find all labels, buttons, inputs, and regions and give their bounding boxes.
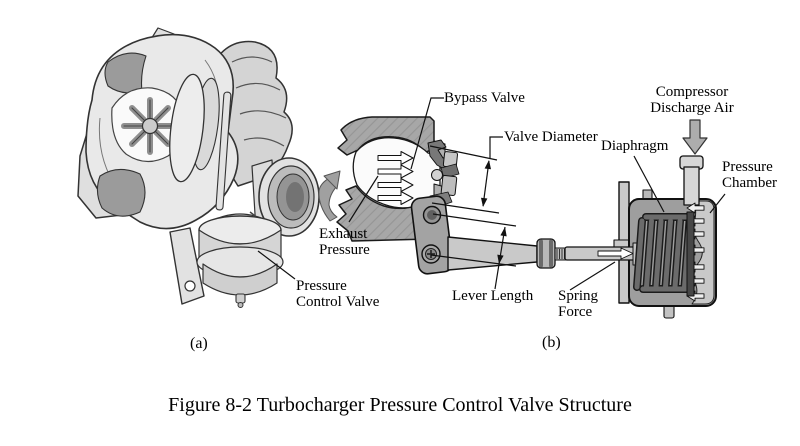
valve-diameter-connector (489, 136, 503, 159)
panel-b-tag: (b) (542, 334, 561, 351)
rotation-arrow-icon (318, 170, 341, 222)
label-line: Spring (558, 288, 599, 304)
spring-force-leader (569, 261, 616, 291)
label-line: Discharge Air (650, 100, 734, 116)
diaphragm-leader (633, 155, 665, 213)
lever-arm (447, 236, 538, 271)
label-line: Control Valve (296, 294, 380, 310)
valve-diameter-ext-top (429, 145, 498, 161)
valve-diameter-ext-bottom (431, 202, 500, 214)
pressure-control-valve-canister (196, 211, 284, 308)
lever-bracket (410, 195, 454, 275)
outlet-pipe (251, 157, 320, 237)
pressure-control-valve-leader (257, 250, 296, 280)
compressor-discharge-air-label: Compressor Discharge Air (630, 84, 754, 116)
pressure-chamber-leader (709, 193, 726, 214)
exhaust-pressure-leader (348, 175, 379, 223)
exhaust-flow-arrows-icon (377, 151, 414, 205)
diaphragm-plate (686, 211, 695, 297)
lever-length-label: Lever Length (452, 288, 534, 304)
bypass-valve-leader (410, 97, 444, 170)
coil-spring (633, 213, 694, 293)
pressure-control-valve-label: Pressure Control Valve (296, 278, 379, 310)
spring-force-label: Spring Force (558, 288, 598, 320)
bypass-valve-label: Bypass Valve (444, 90, 525, 106)
impeller-wheel (121, 97, 179, 155)
panel-a-tag: (a) (190, 335, 208, 352)
annotation-lines (257, 97, 726, 291)
rod-turnbuckle (536, 238, 556, 269)
valve-diameter-label: Valve Diameter (504, 129, 598, 145)
label-line: Pressure (319, 242, 370, 258)
label-line: Pressure (722, 159, 773, 175)
lever-length-ext-top (432, 213, 517, 227)
wastegate-schematic (318, 116, 717, 319)
pressure-chamber-label: Pressure Chamber (722, 159, 777, 191)
lever-length-ext-bottom (430, 254, 517, 267)
diaphragm-label: Diaphragm (601, 138, 669, 154)
turbocharger-cutaway-illustration (77, 27, 320, 308)
dimension-arrowheads (481, 160, 507, 264)
support-bracket (169, 227, 205, 305)
inlet-port (679, 155, 704, 206)
label-line: Force (558, 304, 593, 320)
label-line: Exhaust (319, 226, 368, 242)
volute-opening-top (104, 52, 147, 94)
canister-nipple (235, 293, 246, 304)
backplate-disc (169, 73, 205, 183)
spring-force-arrow-icon (597, 247, 634, 260)
actuator-rod-stud (215, 91, 232, 211)
exhaust-pressure-label: Exhaust Pressure (319, 226, 370, 258)
label-line: Chamber (722, 175, 777, 191)
volute-opening-bottom (96, 168, 146, 217)
compressor-discharge-arrow-icon (682, 119, 708, 155)
label-line: Pressure (296, 278, 347, 294)
figure-caption: Figure 8-2 Turbocharger Pressure Control… (168, 394, 632, 416)
label-line: Compressor (655, 84, 729, 100)
